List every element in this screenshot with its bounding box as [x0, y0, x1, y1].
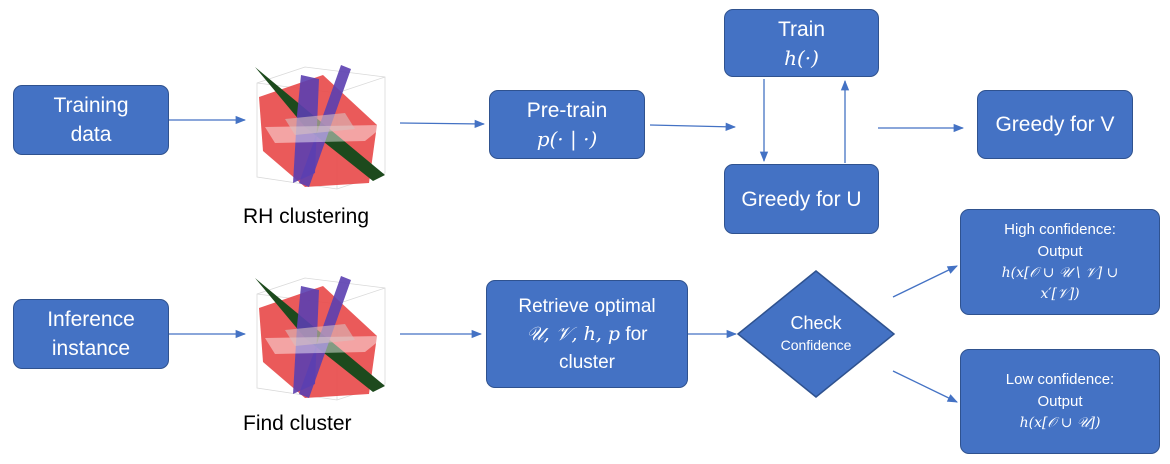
retrieve-line3: cluster	[559, 351, 615, 373]
check-line1: Check	[790, 313, 842, 333]
train-h-label: Train	[777, 17, 826, 41]
inference-line1: Inference	[47, 308, 135, 331]
pretrain-formula: p(· | ·)	[536, 127, 598, 151]
pretrain-label: Pre-train	[526, 99, 608, 122]
arrow-check-to-low	[892, 370, 958, 403]
retrieve-line2-text: for	[620, 323, 648, 345]
find-cluster-planes-image	[255, 276, 386, 401]
arrow-pretrain-to-loop	[649, 122, 737, 131]
rh-clustering-planes-image	[255, 65, 386, 190]
inference-line2: instance	[51, 337, 131, 360]
high-line4: x′[𝒱])	[1040, 286, 1080, 302]
greedy-u-label: Greedy for U	[741, 187, 862, 211]
retrieve-line1: Retrieve optimal	[518, 295, 656, 317]
training-data-line1: Training	[53, 94, 129, 117]
inference-instance-box: Inference instance	[13, 299, 169, 369]
training-data-line2: data	[70, 123, 112, 146]
low-line3: h(x[𝒪 ∪ 𝒰])	[1019, 415, 1101, 431]
high-line2: Output	[1037, 243, 1083, 260]
find-cluster-caption: Find cluster	[243, 412, 352, 435]
pretrain-box: Pre-train p(· | ·)	[489, 90, 645, 159]
retrieve-line2: 𝒰, 𝒱, h, p for	[526, 320, 647, 349]
low-confidence-box: Low confidence: Output h(x[𝒪 ∪ 𝒰])	[960, 349, 1160, 454]
high-confidence-box: High confidence: Output h(x[𝒪 ∪ 𝒰 \ 𝒱] ∪…	[960, 209, 1160, 315]
check-confidence-diamond	[736, 270, 896, 398]
check-confidence-text: Check Confidence	[756, 311, 876, 355]
training-data-box: Training data	[13, 85, 169, 155]
retrieve-line2-math: 𝒰, 𝒱, h, p	[526, 322, 621, 345]
train-h-formula: h(·)	[784, 45, 819, 70]
arrow-check-to-high	[892, 265, 958, 298]
high-line1: High confidence:	[1004, 221, 1116, 238]
low-line2: Output	[1037, 393, 1083, 410]
retrieve-box: Retrieve optimal 𝒰, 𝒱, h, p for cluster	[486, 280, 688, 388]
greedy-v-label: Greedy for V	[995, 113, 1115, 136]
low-line1: Low confidence:	[1005, 371, 1115, 388]
greedy-u-box: Greedy for U	[724, 164, 879, 234]
check-line2: Confidence	[780, 337, 852, 353]
arrow-rh-to-pretrain	[399, 119, 486, 129]
greedy-v-box: Greedy for V	[977, 90, 1133, 159]
high-line3: h(x[𝒪 ∪ 𝒰 \ 𝒱] ∪	[1001, 265, 1119, 281]
train-h-box: Train h(·)	[724, 9, 879, 77]
rh-clustering-caption: RH clustering	[243, 205, 370, 228]
